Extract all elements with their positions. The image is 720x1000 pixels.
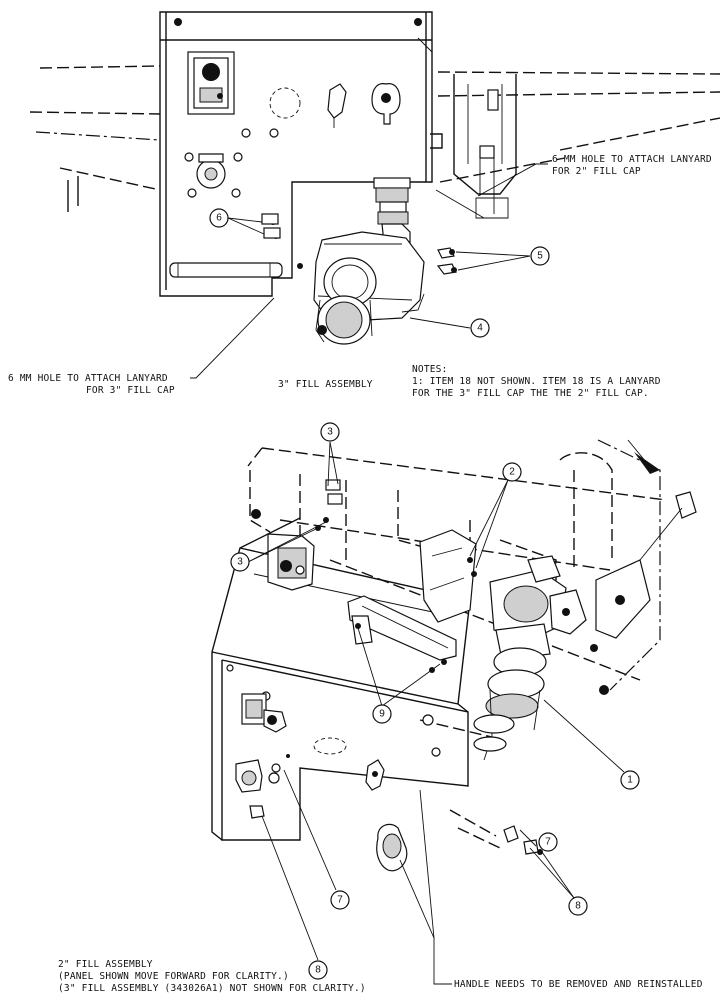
callout-2: 2 [502,462,522,482]
svg-text:FOR 3" FILL CAP: FOR 3" FILL CAP [86,385,175,396]
svg-text:9: 9 [379,709,385,720]
svg-text:NOTES:: NOTES: [412,364,448,375]
callout-3-lower: 3 [230,552,250,572]
handle-note: HANDLE NEEDS TO BE REMOVED AND REINSTALL… [454,979,703,990]
bottom-leader-lines [247,441,625,985]
svg-text:1: ITEM 18 NOT SHOWN. ITEM 1: 1: ITEM 18 NOT SHOWN. ITEM 18 IS A LANYA… [412,376,661,387]
lanyard-note-2in: 6 MM HOLE TO ATTACH LANYARD FOR 2" FILL … [552,154,712,177]
callout-9: 9 [372,704,392,724]
notes-block: NOTES: 1: ITEM 18 NOT SHOWN. ITEM 18 IS … [412,364,661,399]
svg-text:5: 5 [537,251,543,262]
svg-text:7: 7 [545,837,551,848]
top-view-caption: 3" FILL ASSEMBLY [278,379,373,390]
callout-6: 6 [209,208,229,228]
bottom-view-caption: 2" FILL ASSEMBLY (PANEL SHOWN MOVE FORWA… [58,959,366,994]
svg-text:8: 8 [315,965,321,976]
svg-text:4: 4 [477,323,483,334]
svg-text:7: 7 [337,895,343,906]
svg-text:6 MM HOLE TO ATTACH LANYARD: 6 MM HOLE TO ATTACH LANYARD [552,154,712,165]
svg-text:1: 1 [627,775,633,786]
svg-text:6 MM HOLE TO ATTACH LANYARD: 6 MM HOLE TO ATTACH LANYARD [8,373,168,384]
callout-4: 4 [470,318,490,338]
callout-1: 1 [620,770,640,790]
lanyard-note-3in: 6 MM HOLE TO ATTACH LANYARD FOR 3" FILL … [8,373,175,396]
svg-text:3: 3 [327,427,333,438]
svg-text:6: 6 [216,213,222,224]
bottom-fill-assembly-drawing [211,439,697,872]
callout-8-right: 8 [568,896,588,916]
callout-3-upper: 3 [320,422,340,442]
top-leader-lines [190,163,548,379]
svg-text:FOR THE 3" FILL CAP THE THE 2": FOR THE 3" FILL CAP THE THE 2" FILL CAP. [412,388,649,399]
callout-7-left: 7 [330,890,350,910]
svg-text:(PANEL SHOWN MOVE FORWARD FOR: (PANEL SHOWN MOVE FORWARD FOR CLARITY.) [58,971,289,982]
callout-8-left: 8 [308,960,328,980]
svg-text:(3" FILL ASSEMBLY (343026A1) N: (3" FILL ASSEMBLY (343026A1) NOT SHOWN F… [58,983,366,994]
top-fill-assembly-drawing [29,11,720,345]
svg-text:8: 8 [575,901,581,912]
svg-text:2: 2 [509,467,515,478]
callout-5: 5 [530,246,550,266]
svg-text:FOR 2" FILL CAP: FOR 2" FILL CAP [552,166,641,177]
svg-text:3: 3 [237,557,243,568]
callout-7-right: 7 [538,832,558,852]
svg-text:2" FILL ASSEMBLY: 2" FILL ASSEMBLY [58,959,153,970]
